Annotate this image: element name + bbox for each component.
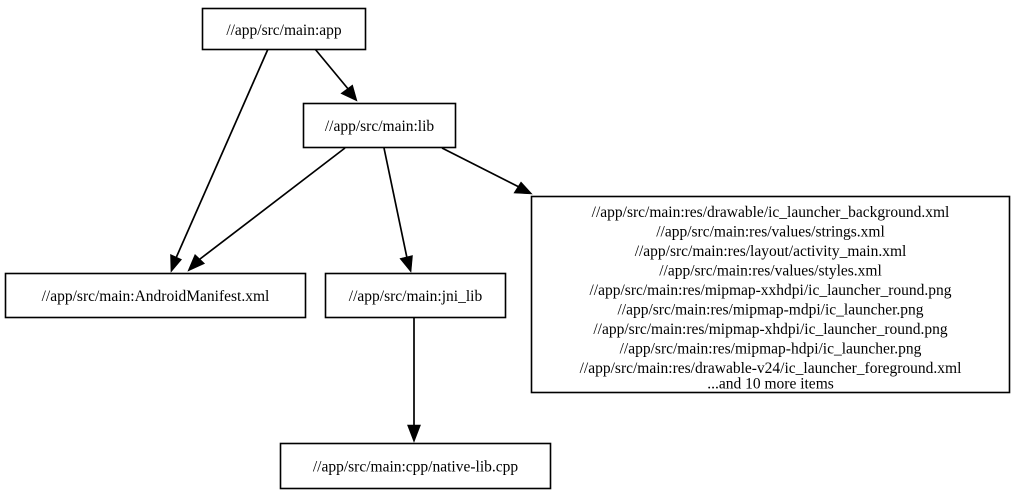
edge-line	[383, 147, 408, 259]
resource-line: //app/src/main:res/values/styles.xml	[659, 263, 882, 280]
node-box[interactable]	[324, 272, 507, 319]
resource-line: //app/src/main:res/mipmap-xhdpi/ic_launc…	[593, 321, 948, 338]
arrowhead-icon	[340, 84, 358, 102]
edge-line	[175, 48, 269, 259]
graph-edges	[170, 48, 533, 443]
resource-line-more: ...and 10 more items	[707, 376, 834, 393]
edge-lib-to-resources	[441, 147, 533, 195]
resource-line: //app/src/main:res/drawable-v24/ic_launc…	[580, 360, 962, 377]
node-box[interactable]	[201, 7, 367, 51]
arrowhead-icon	[407, 424, 421, 443]
arrowhead-icon	[399, 255, 413, 273]
edge-app-to-manifest	[170, 48, 269, 273]
node-label: //app/src/main:cpp/native-lib.cpp	[313, 459, 519, 476]
node-lib[interactable]: //app/src/main:lib	[302, 102, 457, 149]
arrowhead-icon	[513, 181, 533, 195]
node-box[interactable]	[302, 102, 457, 149]
node-label: //app/src/main:jni_lib	[349, 288, 483, 305]
node-label: //app/src/main:app	[226, 22, 342, 39]
edge-line	[199, 147, 346, 260]
node-app[interactable]: //app/src/main:app	[201, 7, 367, 51]
resource-line: //app/src/main:res/values/strings.xml	[656, 224, 885, 241]
resource-line: //app/src/main:res/drawable/ic_launcher_…	[592, 204, 950, 221]
graph-nodes: //app/src/main:app //app/src/main:lib //…	[4, 7, 1011, 490]
resource-line: //app/src/main:res/layout/activity_main.…	[635, 243, 907, 260]
arrowhead-icon	[170, 254, 182, 273]
edge-lib-to-manifest	[187, 147, 346, 272]
node-label: //app/src/main:lib	[325, 118, 435, 135]
node-box[interactable]	[279, 442, 552, 490]
node-jni-lib[interactable]: //app/src/main:jni_lib	[324, 272, 507, 319]
node-resources-list[interactable]: //app/src/main:res/drawable/ic_launcher_…	[530, 195, 1011, 394]
resource-line: //app/src/main:res/mipmap-mdpi/ic_launch…	[617, 302, 923, 319]
node-box[interactable]	[530, 195, 1011, 394]
edge-line	[314, 48, 350, 91]
node-native-lib-cpp[interactable]: //app/src/main:cpp/native-lib.cpp	[279, 442, 552, 490]
resource-line: //app/src/main:res/mipmap-hdpi/ic_launch…	[620, 341, 922, 358]
node-box[interactable]	[4, 272, 307, 319]
edge-app-to-lib	[314, 48, 358, 102]
edge-line	[441, 147, 520, 188]
edge-lib-to-jni-lib	[383, 147, 413, 273]
node-android-manifest[interactable]: //app/src/main:AndroidManifest.xml	[4, 272, 307, 319]
resource-line: //app/src/main:res/mipmap-xxhdpi/ic_laun…	[589, 282, 951, 299]
node-label: //app/src/main:AndroidManifest.xml	[42, 288, 270, 305]
edge-jni-lib-to-native-lib	[407, 318, 421, 443]
arrowhead-icon	[187, 253, 206, 272]
